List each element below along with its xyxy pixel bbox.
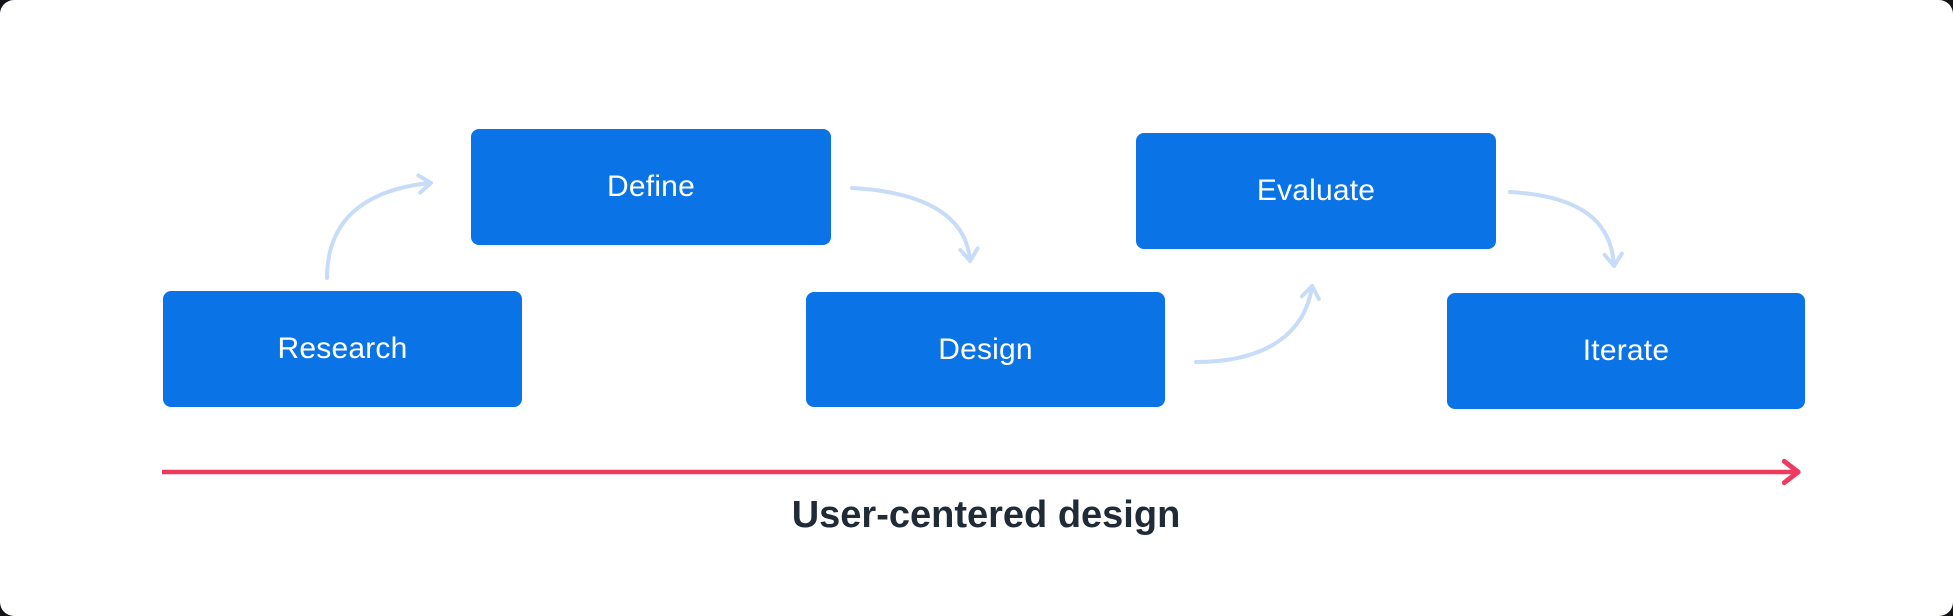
flow-node-design-label: Design	[938, 332, 1033, 366]
flow-node-iterate: Iterate	[1447, 293, 1805, 409]
diagram-title: User-centered design	[791, 494, 1181, 536]
flow-node-research-label: Research	[277, 332, 408, 365]
flow-node-iterate-label: Iterate	[1582, 334, 1670, 367]
flow-node-research: Research	[163, 291, 522, 407]
flow-node-design: Design	[806, 292, 1165, 407]
flow-node-define-label: Define	[607, 170, 695, 203]
flow-node-evaluate: Evaluate	[1136, 133, 1496, 249]
flow-node-define: Define	[471, 129, 831, 245]
flow-node-evaluate-label: Evaluate	[1256, 174, 1376, 207]
